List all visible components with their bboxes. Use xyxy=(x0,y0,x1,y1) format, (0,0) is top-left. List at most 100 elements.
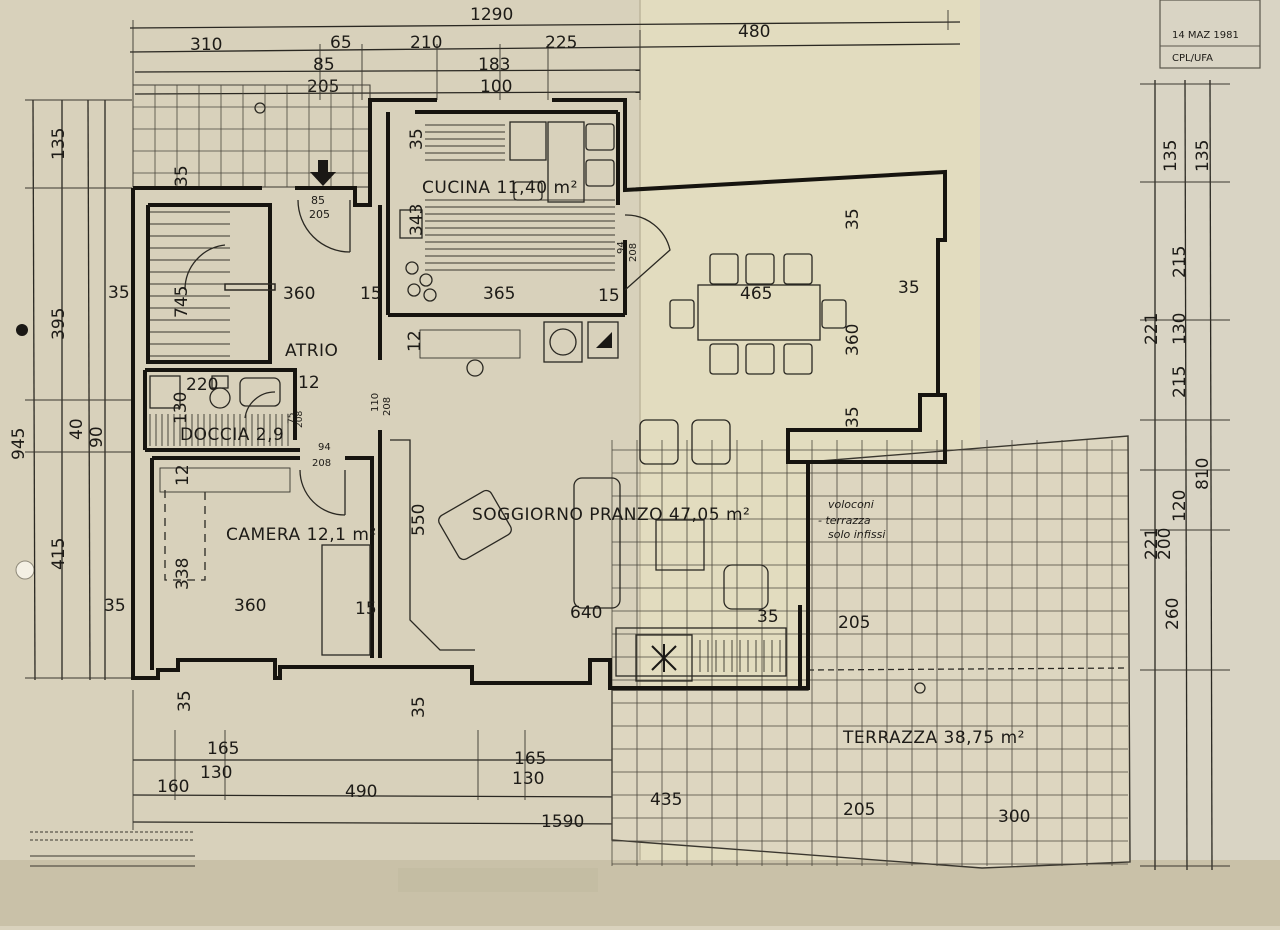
dim-soggiorno-550: 550 xyxy=(409,504,429,536)
room-label-doccia: DOCCIA 2,9 xyxy=(180,425,284,445)
dim-pranzo-465: 465 xyxy=(740,284,772,304)
dimension-lines-left xyxy=(25,99,132,681)
punch-hole xyxy=(16,324,28,336)
dim-left-395: 395 xyxy=(49,308,69,340)
dim-right-221a: 221 xyxy=(1142,313,1162,345)
dim-doccia-12: 12 xyxy=(298,373,320,393)
dim-soggiorno-640: 640 xyxy=(570,603,602,623)
dim-cucina-15: 15 xyxy=(598,286,620,306)
dim-183: 183 xyxy=(478,55,510,75)
dim-right-810: 810 xyxy=(1193,458,1213,490)
stamp-date: 14 MAZ 1981 xyxy=(1172,30,1239,41)
room-label-soggiorno: SOGGIORNO PRANZO 47,05 m² xyxy=(472,505,750,525)
dim-atrio-745: 745 xyxy=(172,286,192,318)
room-label-terrazza: TERRAZZA 38,75 m² xyxy=(842,728,1025,748)
faded-stamp xyxy=(398,868,598,892)
dim-atrio-15: 15 xyxy=(360,284,382,304)
dim-atrio-360: 360 xyxy=(283,284,315,304)
dim-left-90: 90 xyxy=(87,426,107,448)
dining-table xyxy=(669,253,847,375)
dim-210: 210 xyxy=(410,33,442,53)
dim-total-width: 1290 xyxy=(470,5,513,25)
dim-cucina-35: 35 xyxy=(407,128,427,150)
dim-atrio-35-top: 35 xyxy=(172,165,192,187)
dim-atrio-35: 35 xyxy=(108,283,130,303)
dim-top-right: 480 xyxy=(738,22,770,42)
dim-terrace-205-bottom: 205 xyxy=(843,800,875,820)
dim-terrace-205: 205 xyxy=(838,613,870,633)
dim-entry-door-height: 205 xyxy=(309,208,330,221)
dimension-lines-bottom xyxy=(132,690,641,830)
dim-atrio-door-height: 208 xyxy=(382,397,393,416)
living-furniture xyxy=(321,419,787,682)
dim-terrace-300: 300 xyxy=(998,807,1030,827)
room-label-camera: CAMERA 12,1 m² xyxy=(226,525,377,545)
note-line-3: solo infissi xyxy=(828,528,885,541)
dim-100: 100 xyxy=(480,77,512,97)
dim-cucina-343: 343 xyxy=(407,204,427,236)
dim-doccia-door-width: 75 xyxy=(287,413,297,424)
dim-bottom-490: 490 xyxy=(345,782,377,802)
room-label-cucina: CUCINA 11,40 m² xyxy=(422,178,578,198)
dim-bottom-160: 160 xyxy=(157,777,189,797)
dim-pranzo-35-right: 35 xyxy=(898,278,920,298)
dim-cucina-door-height: 208 xyxy=(628,243,639,262)
dim-85: 85 xyxy=(313,55,335,75)
dim-terrace-435: 435 xyxy=(650,790,682,810)
title-block-lines xyxy=(30,831,195,867)
dim-left-135: 135 xyxy=(49,128,69,160)
note-line-1: voloconi xyxy=(828,498,874,511)
dim-soggiorno-35-bottom: 35 xyxy=(409,696,429,718)
staircase xyxy=(150,211,276,357)
punch-hole xyxy=(15,560,35,580)
stamp-code: CPL/UFA xyxy=(1172,53,1213,64)
dim-doccia-130: 130 xyxy=(171,392,191,424)
bed-outline xyxy=(159,467,291,581)
dim-soggiorno-35: 35 xyxy=(757,607,779,627)
dim-bottom-130a: 130 xyxy=(200,763,232,783)
dim-bottom-165a: 165 xyxy=(207,739,239,759)
dim-camera-360: 360 xyxy=(234,596,266,616)
dim-pranzo-35-bottom: 35 xyxy=(843,406,863,428)
dim-bottom-130b: 130 xyxy=(512,769,544,789)
dim-doccia-220: 220 xyxy=(186,375,218,395)
dim-right-215b: 215 xyxy=(1170,366,1190,398)
dim-doccia-door-height: 208 xyxy=(295,411,305,428)
dim-right-135a: 135 xyxy=(1161,140,1181,172)
dim-right-200: 200 xyxy=(1155,528,1175,560)
dim-65: 65 xyxy=(330,33,352,53)
dim-205: 205 xyxy=(307,77,339,97)
dim-camera-35: 35 xyxy=(104,596,126,616)
dim-310: 310 xyxy=(190,35,222,55)
dim-camera-door-width: 94 xyxy=(318,442,331,453)
entrance-arrow-icon xyxy=(310,160,336,186)
kitchen-furniture xyxy=(399,121,619,377)
walls xyxy=(131,98,947,690)
room-label-atrio: ATRIO xyxy=(285,341,338,361)
dim-camera-338: 338 xyxy=(173,558,193,590)
dim-wall-12: 12 xyxy=(405,330,425,352)
dim-atrio-door-width: 110 xyxy=(370,393,381,412)
dim-left-945: 945 xyxy=(9,428,29,460)
dim-right-130: 130 xyxy=(1170,313,1190,345)
paper-bottom-shadow xyxy=(0,860,1280,926)
dim-entry-door-width: 85 xyxy=(311,194,325,207)
dim-right-135b: 135 xyxy=(1193,140,1213,172)
dim-right-221b: 221 xyxy=(1142,528,1162,560)
doors xyxy=(244,199,671,516)
bathroom-fixtures xyxy=(149,375,289,446)
dim-bottom-165b: 165 xyxy=(514,749,546,769)
note-line-2: - terrazza xyxy=(818,514,871,527)
dim-camera-door-height: 208 xyxy=(312,458,331,469)
dim-bottom-1590: 1590 xyxy=(541,812,584,832)
dim-right-215a: 215 xyxy=(1170,246,1190,278)
dim-camera-35-bottom: 35 xyxy=(175,690,195,712)
dim-225: 225 xyxy=(545,33,577,53)
terrace-area xyxy=(611,435,1131,869)
dim-left-415: 415 xyxy=(49,538,69,570)
dim-camera-15: 15 xyxy=(355,599,377,619)
dimension-lines-right xyxy=(1140,79,1230,871)
approval-stamp: 14 MAZ 1981 CPL/UFA xyxy=(1159,0,1261,69)
